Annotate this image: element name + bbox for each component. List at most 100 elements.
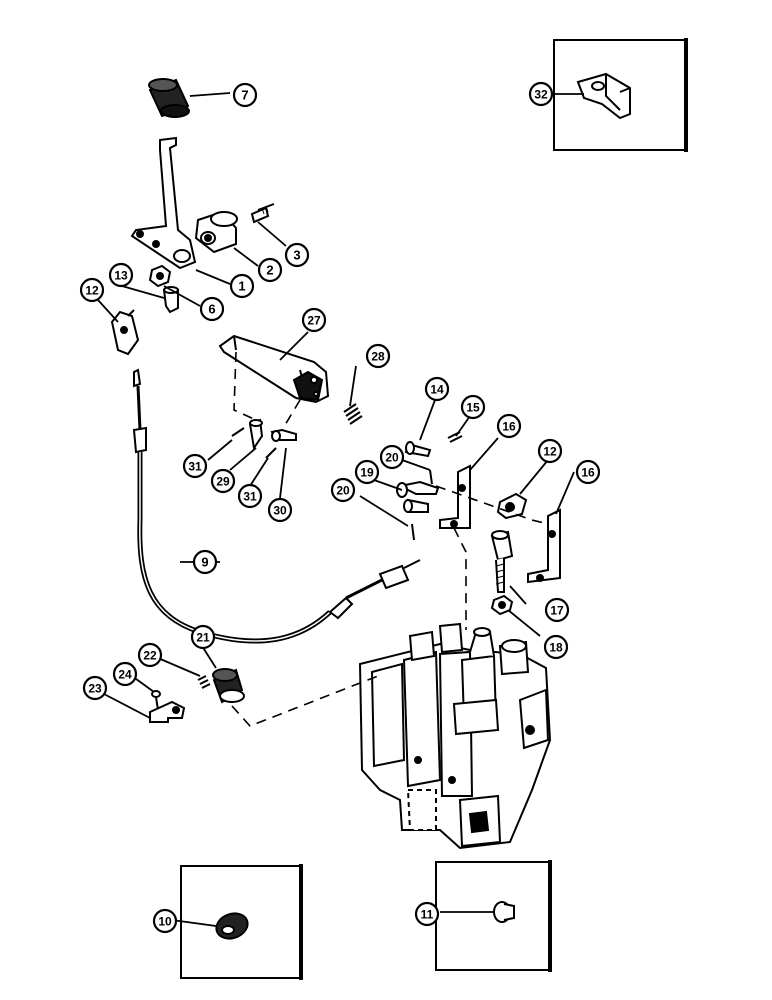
callout-c7: 7	[232, 82, 258, 108]
callout-number: 29	[216, 475, 230, 489]
callout-number: 1	[238, 279, 245, 294]
callout-circle	[152, 908, 178, 934]
callout-number: 31	[243, 490, 257, 504]
callout-number: 11	[421, 908, 434, 922]
callout-circle	[82, 675, 108, 701]
part-22-spring	[197, 675, 211, 689]
callout-number: 16	[581, 466, 595, 480]
part-21-knob	[212, 668, 245, 704]
callout-number: 27	[307, 314, 321, 328]
part-3-bolt	[250, 203, 275, 224]
callout-circle	[182, 453, 208, 479]
callout-circle	[112, 661, 138, 687]
callout-circle	[414, 901, 440, 927]
callout-c10: 10	[152, 908, 178, 934]
callout-number: 20	[336, 484, 350, 498]
callout-c12a: 12	[79, 277, 105, 303]
callout-c16a: 16	[496, 413, 522, 439]
callout-c28: 28	[365, 343, 391, 369]
callout-number: 2	[266, 263, 273, 278]
callout-c6: 6	[199, 296, 225, 322]
callout-c31b: 31	[237, 483, 263, 509]
callout-circle	[237, 483, 263, 509]
callout-c2: 2	[257, 257, 283, 283]
callout-number: 30	[273, 504, 287, 518]
callout-number: 19	[360, 466, 374, 480]
callout-circle	[575, 459, 601, 485]
inset-box-11	[435, 860, 552, 972]
callout-circle	[528, 81, 554, 107]
callout-c11: 11	[414, 901, 440, 927]
callout-c17: 17	[544, 597, 570, 623]
callout-number: 12	[543, 445, 557, 459]
part-2-pivot	[194, 210, 238, 254]
callout-circle	[354, 459, 380, 485]
callout-c14: 14	[424, 376, 450, 402]
callout-number: 3	[293, 248, 300, 263]
callout-c3: 3	[284, 242, 310, 268]
callout-circle	[229, 273, 255, 299]
part-7-knob	[148, 78, 190, 118]
callout-circle	[267, 497, 293, 523]
callout-number: 24	[118, 668, 132, 682]
callout-c15: 15	[460, 394, 486, 420]
part-32-clip	[576, 72, 631, 120]
callout-number: 12	[85, 284, 99, 298]
callout-number: 16	[502, 420, 516, 434]
part-30-pin	[270, 428, 297, 442]
callout-c1: 1	[229, 273, 255, 299]
callout-circle	[543, 634, 569, 660]
callout-circle	[330, 477, 356, 503]
callout-circle	[190, 624, 216, 650]
part-19-pin	[396, 480, 440, 513]
callout-number: 9	[201, 555, 208, 570]
callout-number: 21	[196, 631, 210, 645]
callout-number: 20	[385, 451, 399, 465]
callout-c23: 23	[82, 675, 108, 701]
callout-circle	[424, 376, 450, 402]
part-29-pin	[248, 418, 264, 451]
callout-number: 7	[241, 88, 248, 103]
callout-c18: 18	[543, 634, 569, 660]
part-12-clevis-right	[496, 492, 528, 520]
callout-number: 10	[158, 915, 172, 929]
callout-c19: 19	[354, 459, 380, 485]
part-31-cotter-pin-a	[231, 427, 245, 437]
callout-c20a: 20	[379, 444, 405, 470]
callout-circle	[284, 242, 310, 268]
callout-number: 18	[549, 641, 563, 655]
callout-number: 17	[550, 604, 564, 618]
part-10-grommet	[215, 912, 249, 940]
part-31-cotter-pin-b	[265, 447, 277, 459]
part-17-rod	[490, 530, 514, 593]
part-14-pin	[404, 441, 432, 458]
callout-c13: 13	[108, 262, 134, 288]
part-15-cotter-pin	[447, 431, 463, 443]
callout-circle	[544, 597, 570, 623]
callout-c31a: 31	[182, 453, 208, 479]
callout-c22: 22	[137, 642, 163, 668]
callout-number: 32	[534, 88, 548, 102]
part-1-lever	[130, 136, 197, 270]
assembly-lines	[231, 351, 549, 727]
callout-c9: 9	[192, 549, 218, 575]
callout-circle	[199, 296, 225, 322]
callout-c16b: 16	[575, 459, 601, 485]
part-16-bracket-b	[527, 508, 561, 584]
callout-circle	[537, 438, 563, 464]
part-12-clevis-left	[110, 309, 140, 356]
part-11-plug	[493, 901, 515, 923]
part-27-housing	[218, 334, 330, 404]
callout-circle	[79, 277, 105, 303]
callout-circle	[379, 444, 405, 470]
callout-number: 31	[188, 460, 202, 474]
callout-circle	[257, 257, 283, 283]
inset-box-32	[553, 38, 688, 152]
callout-number: 13	[114, 269, 128, 283]
part-20-cotter-pin-b	[411, 523, 415, 541]
callout-circle	[232, 82, 258, 108]
callout-number: 22	[143, 649, 157, 663]
callout-c27: 27	[301, 307, 327, 333]
part-6-nut	[148, 264, 172, 288]
